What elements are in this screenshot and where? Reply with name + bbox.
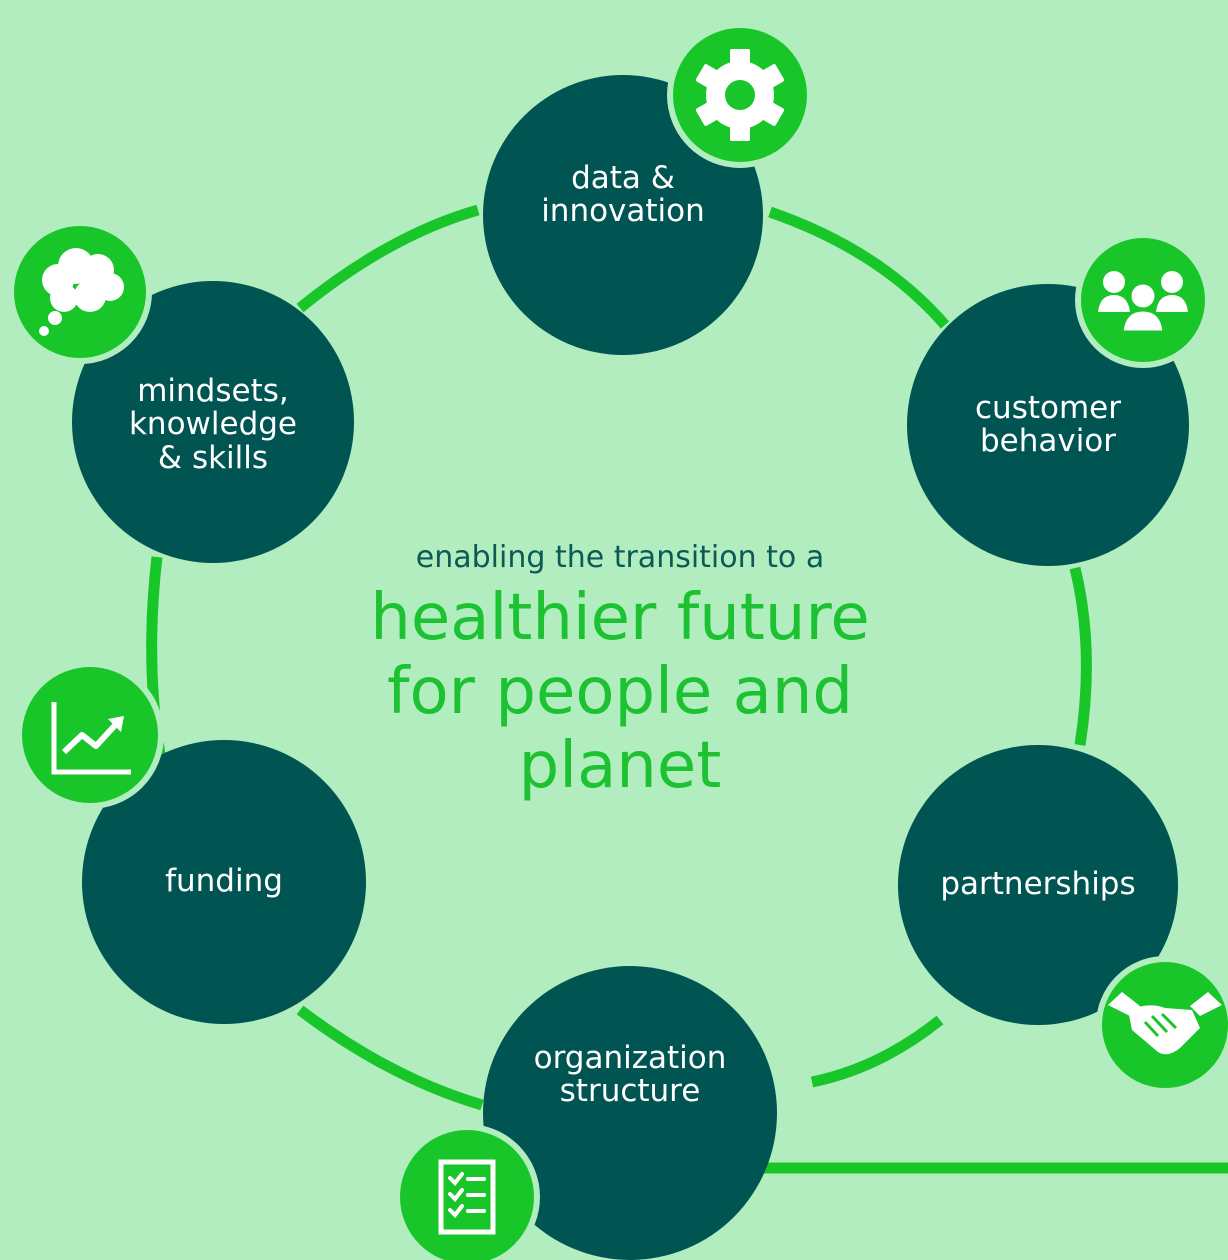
ring-arc-organization-to-funding [296, 1005, 484, 1111]
checklist-icon [394, 1124, 540, 1260]
node-circle-partnerships [898, 745, 1178, 1025]
ring-arc-mindsets-to-data [296, 204, 480, 313]
ring-arc-customer-to-partnerships [1069, 566, 1092, 746]
chart-growth-icon [16, 661, 164, 809]
center-message: enabling the transition to a healthier f… [320, 540, 920, 804]
people-icon [1075, 232, 1211, 368]
node-label-organization-structure: organization structure [533, 1039, 727, 1109]
thought-bubble-icon [8, 220, 152, 364]
node-circle-organization-structure [483, 966, 777, 1260]
ring-arc-partnerships-to-organization [810, 1015, 944, 1088]
node-label-customer-behavior: customer behavior [975, 389, 1121, 459]
gear-icon [667, 22, 813, 168]
node-label-partnerships: partnerships [940, 866, 1136, 903]
node-label-funding: funding [165, 863, 283, 900]
handshake-icon [1096, 956, 1228, 1094]
node-circle-mindsets [72, 281, 354, 563]
cycle-ring [146, 204, 1228, 1174]
center-subtitle: enabling the transition to a [415, 540, 825, 575]
center-headline: healthier future for people and planet [370, 581, 870, 804]
node-circle-funding [82, 740, 366, 1024]
ring-arc-data-to-customer [768, 206, 950, 329]
node-label-mindsets: mindsets, knowledge & skills [128, 372, 298, 476]
node-label-data-innovation: data & innovation [541, 159, 705, 229]
